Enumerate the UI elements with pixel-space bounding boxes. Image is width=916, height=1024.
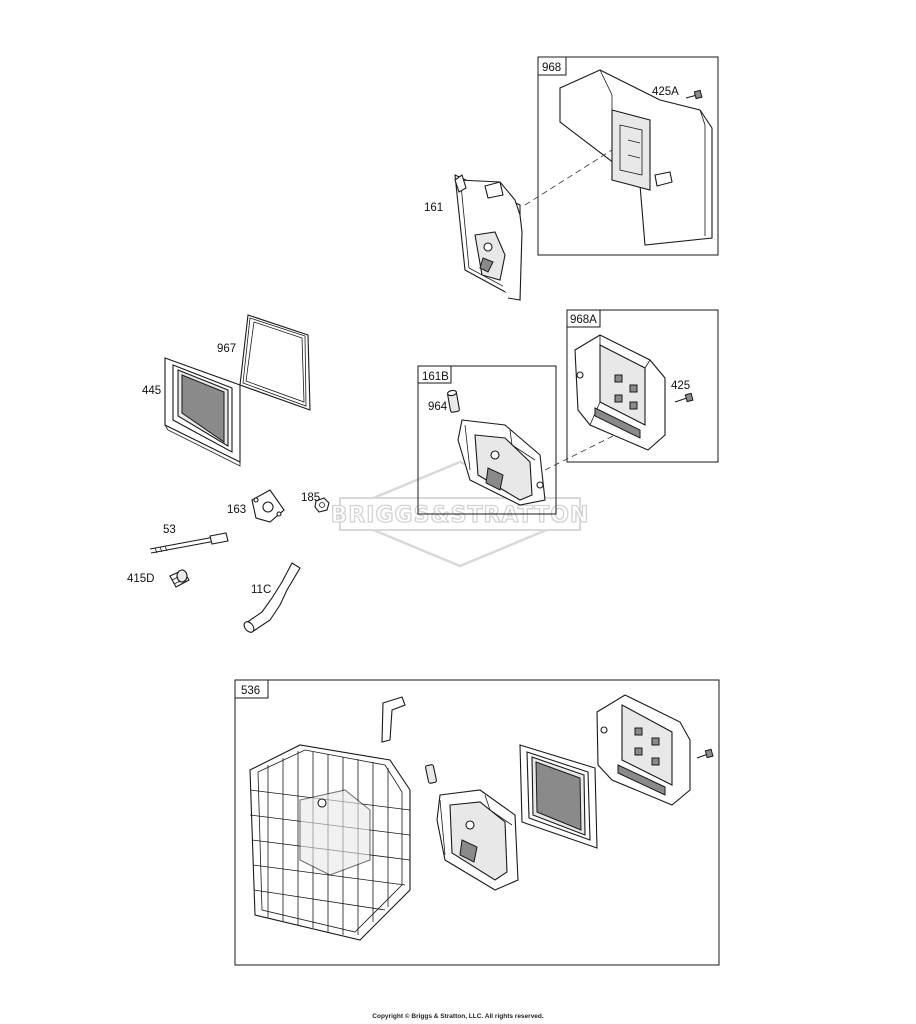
leader-161B-968A	[544, 434, 616, 471]
label-425: 425	[671, 380, 690, 392]
box-968-tab	[537, 56, 567, 76]
box-536-label: 536	[241, 685, 260, 697]
label-163: 163	[227, 504, 246, 516]
part-968A-housing	[574, 334, 666, 451]
part-964-tube	[446, 389, 460, 413]
part-11C-tube	[243, 562, 301, 633]
label-161: 161	[424, 202, 443, 214]
part-968-cover	[559, 69, 713, 246]
box-161B: 161B 964	[417, 365, 557, 515]
watermark-text: BRIGGS&STRATTON	[331, 503, 590, 528]
part-536-filter	[519, 744, 598, 849]
box-968: 968 425A	[537, 56, 719, 256]
label-11C: 11C	[251, 584, 271, 596]
part-536-wire-guard	[249, 744, 411, 941]
box-161B-tab	[417, 365, 452, 384]
part-536-small-tube	[425, 764, 437, 784]
part-415D-fitting	[169, 569, 190, 588]
part-53-stud	[149, 532, 229, 554]
leader-161-968	[524, 149, 613, 206]
part-536-breather	[436, 789, 519, 891]
label-445: 445	[142, 385, 161, 397]
box-536: 536	[234, 679, 720, 966]
part-445-air-filter	[164, 357, 241, 467]
label-967: 967	[217, 343, 236, 355]
box-536-tab	[234, 679, 269, 699]
copyright-text: Copyright © Briggs & Stratton, LLC. All …	[372, 1013, 544, 1020]
part-161B-breather	[457, 419, 546, 506]
box-968A-label: 968A	[570, 314, 597, 326]
box-968A: 968A 425	[566, 309, 719, 463]
box-161B-label: 161B	[422, 371, 449, 383]
watermark-logo: BRIGGS&STRATTON	[330, 460, 590, 568]
label-185: 185	[301, 492, 320, 504]
label-415D: 415D	[127, 573, 155, 585]
part-536-screw	[696, 748, 714, 759]
label-425A: 425A	[652, 86, 679, 98]
part-161-breather-cover	[454, 174, 523, 301]
part-163-gasket	[251, 489, 285, 523]
box-968A-tab	[566, 309, 601, 328]
part-536-housing	[596, 694, 691, 806]
box-968-label: 968	[542, 62, 561, 74]
part-425-screw	[674, 392, 694, 403]
label-964: 964	[428, 401, 448, 413]
part-536-tube	[381, 696, 406, 743]
label-53: 53	[163, 524, 176, 536]
part-185-nut	[314, 497, 330, 513]
part-967-gasket	[239, 314, 311, 411]
part-425A-screw	[685, 89, 703, 100]
